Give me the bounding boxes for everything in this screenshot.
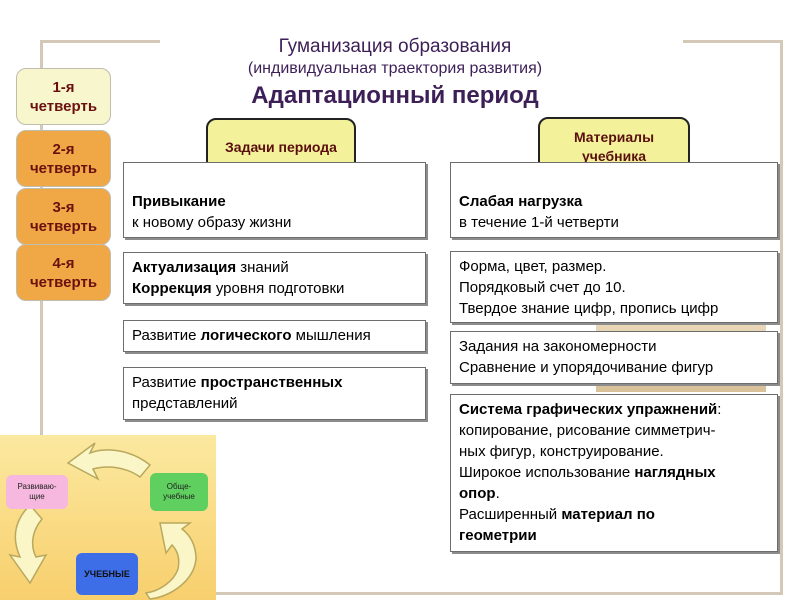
text-run: к новому образу жизни — [132, 214, 292, 231]
bold-text: наглядных — [634, 464, 716, 481]
cycle-educational: УЧЕБНЫЕ — [76, 553, 138, 595]
material-box: Форма, цвет, размер. Порядковый счет до 1… — [450, 251, 778, 323]
text-run: : — [717, 401, 722, 418]
title-block: Гуманизация образования (индивидуальная … — [160, 36, 630, 112]
bold-text: Актуализация — [132, 259, 237, 276]
text-run: мышления — [291, 327, 371, 344]
frame-bottom — [216, 592, 783, 595]
cycle-diagram: Развиваю-щие Обще-учебные УЧЕБНЫЕ — [0, 435, 216, 600]
bold-text: логического — [200, 327, 292, 344]
bold-text: Система графических упражнений — [459, 401, 718, 418]
frame-top-right — [683, 40, 783, 43]
text-run: Порядковый счет до 10. — [459, 279, 626, 296]
text-run: Задания на закономерности — [459, 338, 657, 355]
page-subtitle: (индивидуальная траектория развития) — [247, 60, 543, 77]
cycle-arrow-icon — [8, 442, 197, 600]
text-run: копирование, рисование симметрич- — [459, 422, 716, 439]
frame-top-left — [40, 40, 160, 43]
page-title: Гуманизация образования — [278, 36, 512, 57]
bold-text: геометрии — [459, 527, 537, 544]
material-box: Система графических упражнений:копирован… — [450, 394, 778, 552]
material-box: Слабая нагрузка в течение 1-й четверти — [450, 162, 778, 238]
text-run: ных фигур, конструирование. — [459, 443, 664, 460]
text-run: уровня подготовки — [211, 280, 345, 297]
text-run: Развитие — [132, 327, 201, 344]
bold-text: Коррекция — [132, 280, 212, 297]
cycle-general: Обще-учебные — [150, 473, 208, 511]
bold-text: пространственных — [200, 374, 343, 391]
period-title: Адаптационный период — [251, 82, 539, 109]
text-run: Широкое использование — [459, 464, 635, 481]
task-box: Привыкание к новому образу жизни — [123, 162, 426, 238]
text-run: Сравнение и упорядочивание фигур — [459, 359, 714, 376]
text-run: Развитие — [132, 374, 201, 391]
text-run: Расширенный — [459, 506, 562, 523]
text-run: Форма, цвет, размер. — [459, 258, 607, 275]
bold-text: материал по — [561, 506, 655, 523]
task-box: Развитие пространственных представлений — [123, 367, 426, 420]
cycle-developing: Развиваю-щие — [6, 475, 68, 509]
text-run: в течение 1-й четверти — [459, 214, 619, 231]
text-run: представлений — [132, 395, 238, 412]
text-run: знаний — [236, 259, 289, 276]
text-run: . — [495, 485, 500, 502]
bold-text: Слабая нагрузка — [459, 193, 583, 210]
bold-text: опор — [459, 485, 496, 502]
frame-right — [780, 40, 783, 595]
bold-text: Привыкание — [132, 193, 226, 210]
text-run: Твердое знание цифр, пропись цифр — [459, 300, 719, 317]
task-box: Развитие логического мышления — [123, 320, 426, 352]
